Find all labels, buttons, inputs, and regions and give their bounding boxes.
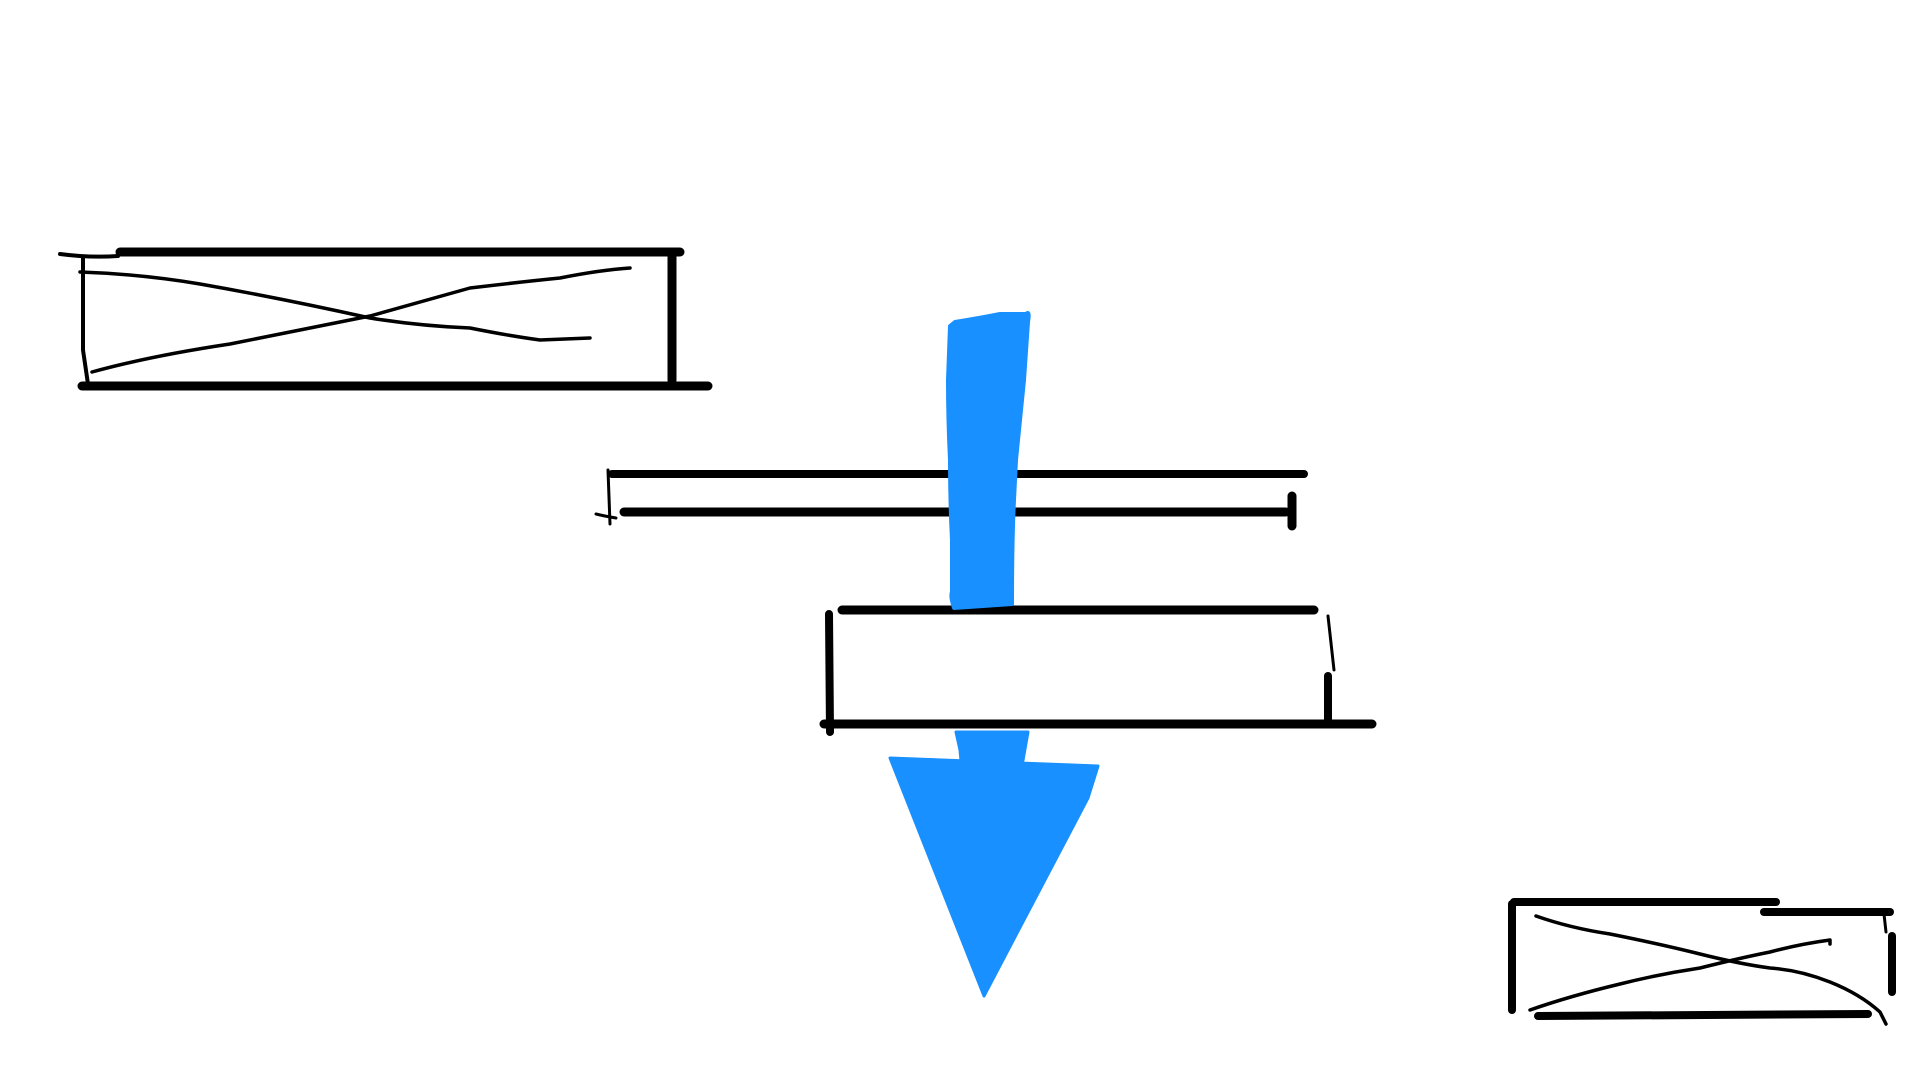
bar-left-edge	[594, 468, 618, 526]
box-top-edge-start	[58, 252, 120, 259]
target-left-edge	[825, 610, 834, 736]
box-right-edge-thin	[1882, 912, 1888, 934]
placeholder-box-top-left	[58, 247, 713, 391]
cross-line-down	[78, 270, 592, 342]
target-right-edge	[1326, 614, 1336, 672]
arrow-head	[888, 756, 1100, 998]
box-left-edge	[81, 256, 90, 386]
placeholder-box-bottom-right	[1508, 898, 1896, 1026]
cross-line-up	[1528, 938, 1832, 1012]
cross-line-down	[1534, 914, 1888, 1026]
target-box	[819, 605, 1377, 736]
arrow-shaft	[946, 311, 1031, 610]
cross-line-up	[90, 266, 632, 374]
box-bottom-edge	[1534, 1010, 1872, 1020]
drop-arrow	[888, 311, 1100, 998]
